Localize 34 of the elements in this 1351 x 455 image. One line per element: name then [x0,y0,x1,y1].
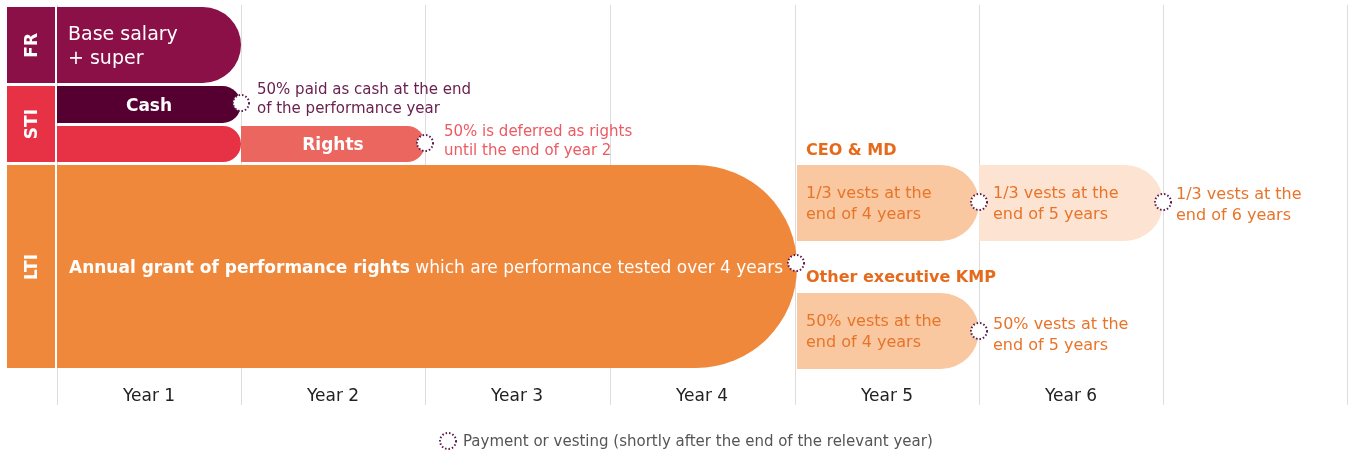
bar-label: Annual grant of performance rights which are performance tested over 4 years [69,256,784,277]
note-text: 50% vests at the end of 5 years [993,313,1130,355]
bar-label: Rights [302,134,364,154]
note-text: 1/3 vests at the end of 6 years [1176,183,1303,225]
vesting-bar [979,165,1163,241]
row-header [7,7,55,83]
group-heading: Other executive KMP [806,267,996,286]
pay-bar [57,165,797,368]
year-label: Year 3 [489,385,545,405]
pay-bar [57,7,241,83]
row-label: STI [21,108,41,140]
vesting-text: 1/3 vests at the end of 5 years [993,182,1120,224]
vesting-bar [797,293,979,369]
year-label: Year 1 [121,385,177,405]
row-header [7,86,55,162]
pay-bar [241,126,425,162]
note-text: 50% paid as cash at the end of the performance year [257,80,472,118]
group-heading: CEO & MD [806,140,897,159]
row-label: LTI [21,253,41,280]
note-text: 50% is deferred as rights until the end of year 2 [444,122,634,160]
year-label: Year 5 [859,385,915,405]
vesting-bar [797,165,979,241]
year-label: Year 2 [305,385,361,405]
vesting-text: 1/3 vests at the end of 4 years [806,182,933,224]
fixed-period-bar [57,126,241,162]
pay-bar [57,86,241,123]
legend-text: Payment or vesting (shortly after the end of the relevant year) [463,432,933,450]
year-label: Year 4 [674,385,730,405]
bar-label: Cash [125,94,173,115]
row-header [7,165,55,368]
bar-label: Base salary + super [68,21,179,69]
vesting-text: 50% vests at the end of 4 years [806,310,943,352]
row-label: FR [21,32,41,58]
year-label: Year 6 [1043,385,1099,405]
